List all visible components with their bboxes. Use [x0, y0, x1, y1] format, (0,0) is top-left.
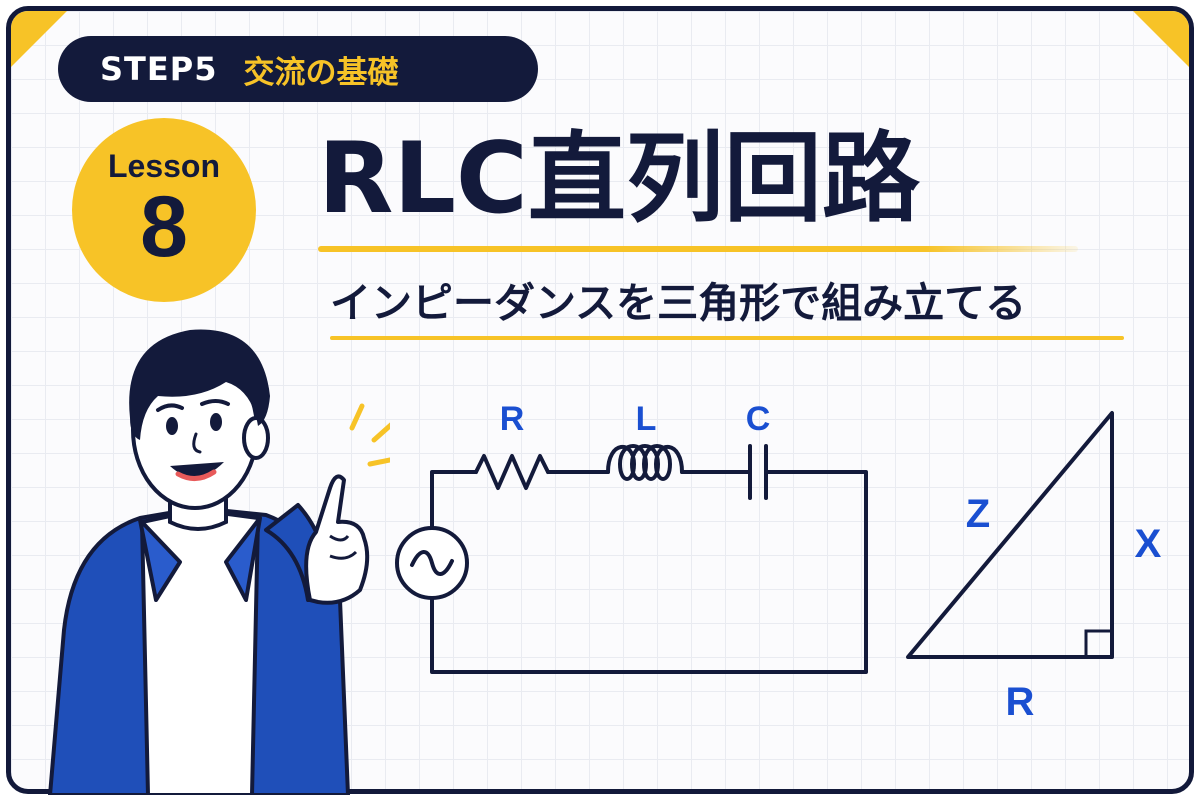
triangle-shape	[906, 411, 1114, 659]
capacitor-label: C	[746, 400, 771, 438]
impedance-triangle: Z X R	[906, 411, 1162, 724]
triangle-label-z: Z	[966, 492, 990, 536]
lesson-number: 8	[140, 179, 188, 275]
ac-source-icon	[395, 526, 469, 600]
subtitle: インピーダンスを三角形で組み立てる	[330, 279, 1027, 327]
resistor-symbol	[474, 454, 550, 490]
page-title: RLC直列回路	[318, 122, 920, 236]
teacher-illustration	[48, 329, 390, 795]
triangle-label-x: X	[1135, 522, 1162, 566]
wire-top-left	[430, 470, 478, 530]
lesson-badge: Lesson 8	[72, 118, 256, 302]
lesson-word: Lesson	[107, 148, 221, 184]
inductor-label: L	[636, 400, 657, 438]
resistor-label: R	[500, 400, 525, 438]
hair	[129, 329, 270, 440]
inductor-symbol	[606, 444, 684, 481]
right-angle-marker	[1084, 629, 1114, 659]
step-topic: 交流の基礎	[243, 54, 399, 91]
corner-accent-top-right	[1133, 11, 1189, 67]
step-badge: STEP5 交流の基礎	[58, 36, 538, 102]
smile	[170, 462, 224, 478]
wire-right	[430, 470, 868, 674]
subtitle-underline	[330, 336, 1124, 340]
rlc-circuit-diagram: R L C	[395, 400, 868, 674]
triangle-label-r: R	[1006, 680, 1035, 724]
corner-accent-top-left	[11, 11, 67, 67]
sparkle-icon	[349, 403, 390, 467]
step-label: STEP5	[100, 50, 218, 88]
title-underline	[318, 246, 1078, 252]
